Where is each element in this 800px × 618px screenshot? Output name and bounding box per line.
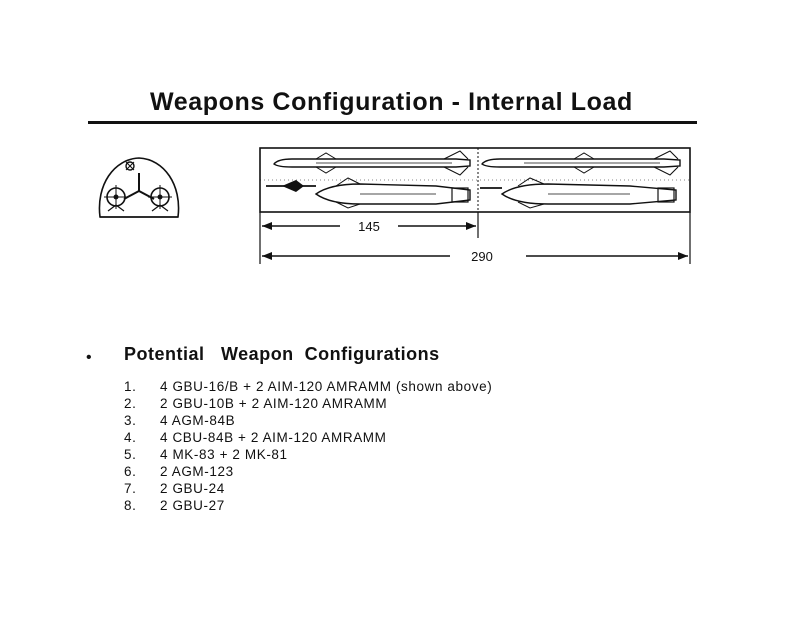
item-number: 6.: [124, 464, 137, 479]
item-text: 2 GBU-27: [160, 498, 225, 513]
page-title: Weapons Configuration - Internal Load: [150, 88, 633, 116]
item-number: 8.: [124, 498, 137, 513]
list-item: 2. 2 GBU-10B + 2 AIM-120 AMRAMM: [124, 395, 492, 412]
item-number: 2.: [124, 396, 137, 411]
item-text: 4 MK-83 + 2 MK-81: [160, 447, 288, 462]
item-text: 2 GBU-10B + 2 AIM-120 AMRAMM: [160, 396, 388, 411]
item-number: 5.: [124, 447, 137, 462]
item-text: 4 AGM-84B: [160, 413, 236, 428]
list-item: 5. 4 MK-83 + 2 MK-81: [124, 446, 492, 463]
dimension-label-290: 290: [471, 249, 493, 264]
list-item: 7. 2 GBU-24: [124, 480, 492, 497]
list-item: 1. 4 GBU-16/B + 2 AIM-120 AMRAMM (shown a…: [124, 378, 492, 395]
gbu-16-bomb-right: [480, 177, 677, 209]
dimension-145: 145: [262, 219, 476, 234]
item-number: 3.: [124, 413, 137, 428]
item-text: 4 CBU-84B + 2 AIM-120 AMRAMM: [160, 430, 387, 445]
gbu-16-bomb-left: [266, 177, 471, 209]
bay-cross-section-diagram: [98, 157, 180, 218]
item-text: 2 AGM-123: [160, 464, 234, 479]
item-text: 4 GBU-16/B + 2 AIM-120 AMRAMM (shown abo…: [160, 379, 493, 394]
aim-120-missile-left: [273, 150, 471, 176]
dimension-label-145: 145: [358, 219, 380, 234]
list-item: 4. 4 CBU-84B + 2 AIM-120 AMRAMM: [124, 429, 492, 446]
list-item: 8. 2 GBU-27: [124, 497, 492, 514]
section-bullet: •: [86, 349, 92, 366]
item-number: 7.: [124, 481, 137, 496]
bay-side-view-diagram: 145 290: [259, 147, 691, 264]
title-underline: [88, 121, 697, 124]
section-title: Potential Weapon Configurations: [124, 344, 440, 364]
item-number: 1.: [124, 379, 137, 394]
aim-120-missile-right: [481, 150, 681, 176]
dimension-290: 290: [262, 249, 688, 264]
configuration-list: 1. 4 GBU-16/B + 2 AIM-120 AMRAMM (shown a…: [124, 378, 492, 514]
item-text: 2 GBU-24: [160, 481, 225, 496]
list-item: 3. 4 AGM-84B: [124, 412, 492, 429]
item-number: 4.: [124, 430, 137, 445]
list-item: 6. 2 AGM-123: [124, 463, 492, 480]
